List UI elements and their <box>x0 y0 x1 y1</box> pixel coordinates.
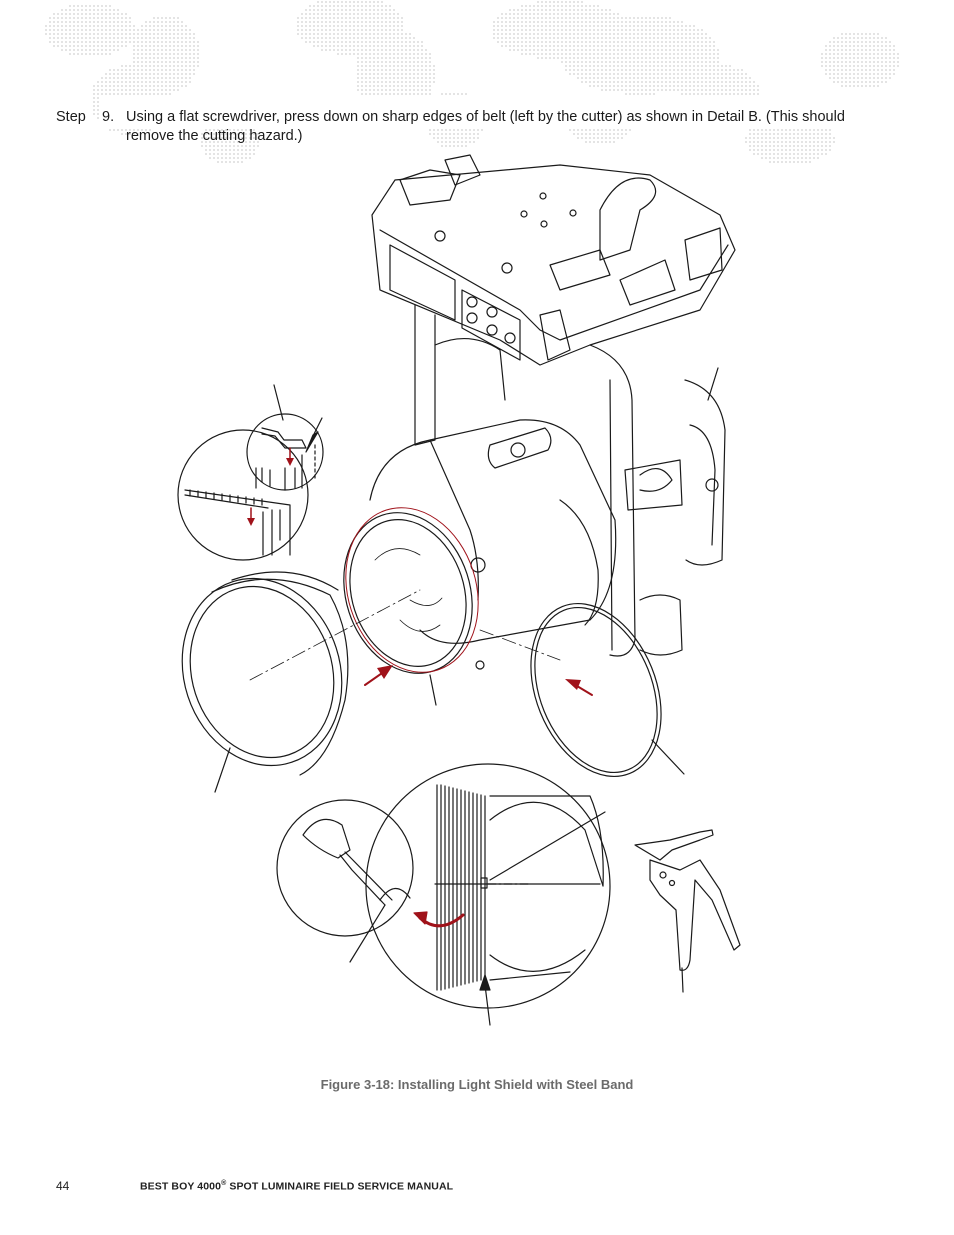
world-map-dot-pattern <box>45 1 899 163</box>
yoke-arms <box>414 304 726 657</box>
detail-b-magnifier <box>276 763 611 1026</box>
assembly-arrows <box>364 665 593 696</box>
top-enclosure <box>371 154 736 366</box>
manual-title-suffix: SPOT LUMINAIRE FIELD SERVICE MANUAL <box>226 1180 454 1193</box>
leader-lines <box>214 674 685 793</box>
band-tensioning-tool <box>634 829 741 993</box>
light-shield <box>181 571 421 776</box>
manual-title-prefix: BEST BOY 4000 <box>140 1180 222 1193</box>
step-text: Using a flat screwdriver, press down on … <box>126 109 845 144</box>
page-number: 44 <box>56 1179 70 1193</box>
step-number: 9. <box>102 109 115 125</box>
registered-mark: ® <box>221 1180 227 1187</box>
steel-band <box>479 602 662 778</box>
step-label: Step <box>56 109 86 125</box>
light-shield-installation-illustration <box>177 154 741 1026</box>
figure-caption: Figure 3-18: Installing Light Shield wit… <box>320 1077 634 1092</box>
lens-ring <box>343 507 479 674</box>
manual-title: BEST BOY 4000® SPOT LUMINAIRE FIELD SERV… <box>140 1180 453 1193</box>
head-body <box>369 419 617 670</box>
detail-a-magnifier <box>177 384 324 561</box>
